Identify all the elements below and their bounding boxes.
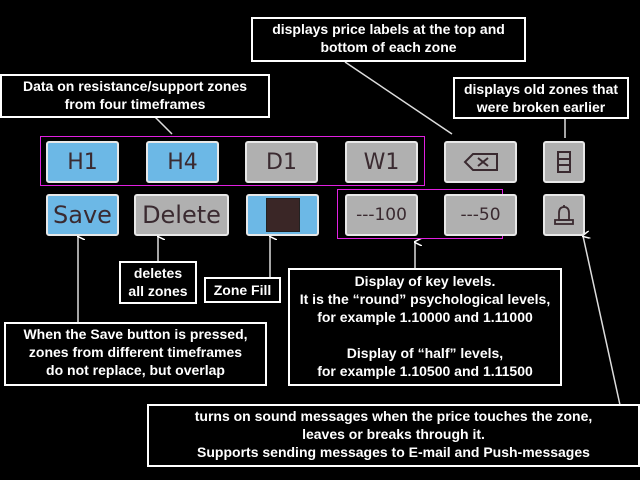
zone-fill-button[interactable] bbox=[246, 194, 319, 236]
h4-button[interactable]: H4 bbox=[146, 141, 219, 183]
save-label: Save bbox=[53, 201, 112, 229]
save-button[interactable]: Save bbox=[46, 194, 119, 236]
callout-old-zones: displays old zones that were broken earl… bbox=[453, 77, 629, 119]
delete-button[interactable]: Delete bbox=[134, 194, 229, 236]
callout-line: were broken earlier bbox=[476, 99, 606, 115]
old-zones-button[interactable] bbox=[543, 141, 585, 183]
callout-line: for example 1.10500 and 1.11500 bbox=[317, 363, 533, 379]
backspace-label-icon bbox=[463, 153, 498, 171]
callout-levels: Display of key levels. It is the “round”… bbox=[288, 268, 562, 386]
w1-button[interactable]: W1 bbox=[345, 141, 418, 183]
callout-line: leaves or breaks through it. bbox=[302, 426, 485, 442]
callout-delete: deletes all zones bbox=[119, 261, 197, 304]
callout-line: Display of key levels. bbox=[354, 273, 496, 289]
arrow-alerts bbox=[583, 236, 621, 406]
arrow-timeframes bbox=[154, 116, 173, 135]
delete-label: Delete bbox=[142, 201, 221, 229]
price-labels-button[interactable] bbox=[444, 141, 517, 183]
callout-line: Display of “half” levels, bbox=[346, 345, 504, 361]
callout-line: do not replace, but overlap bbox=[46, 362, 225, 378]
callout-save: When the Save button is pressed, zones f… bbox=[4, 322, 267, 386]
d1-label: D1 bbox=[266, 149, 297, 175]
zones-list-icon bbox=[557, 151, 571, 173]
callout-line: displays old zones that bbox=[463, 81, 619, 97]
callout-line: for example 1.10000 and 1.11000 bbox=[317, 309, 533, 325]
level-100-label: ---100 bbox=[356, 205, 407, 225]
d1-button[interactable]: D1 bbox=[245, 141, 318, 183]
callout-line: Zone Fill bbox=[213, 282, 272, 298]
level-50-label: ---50 bbox=[460, 205, 501, 225]
callout-zone-fill: Zone Fill bbox=[204, 277, 281, 303]
callout-line: It is the “round” psychological levels, bbox=[299, 291, 551, 307]
callout-line: from four timeframes bbox=[64, 96, 206, 112]
callout-timeframes: Data on resistance/support zones from fo… bbox=[0, 74, 270, 118]
callout-sound: turns on sound messages when the price t… bbox=[147, 404, 640, 467]
callout-line: When the Save button is pressed, bbox=[23, 326, 248, 342]
zone-fill-swatch bbox=[265, 198, 300, 232]
callout-line: deletes bbox=[133, 265, 183, 281]
w1-label: W1 bbox=[363, 149, 400, 175]
callout-line: zones from different timeframes bbox=[28, 344, 243, 360]
callout-line: displays price labels at the top and bbox=[272, 21, 505, 37]
h1-label: H1 bbox=[67, 149, 98, 175]
callout-spacer bbox=[294, 326, 556, 344]
level-50-button[interactable]: ---50 bbox=[444, 194, 517, 236]
h1-button[interactable]: H1 bbox=[46, 141, 119, 183]
callout-line: turns on sound messages when the price t… bbox=[194, 408, 593, 424]
callout-line: all zones bbox=[128, 283, 188, 299]
timeframe-group bbox=[40, 136, 425, 186]
bell-icon bbox=[554, 205, 574, 225]
h4-label: H4 bbox=[167, 149, 198, 175]
arrow-price-labels bbox=[344, 61, 453, 135]
callout-line: bottom of each zone bbox=[320, 39, 457, 55]
alerts-button[interactable] bbox=[543, 194, 585, 236]
callout-line: Data on resistance/support zones bbox=[22, 78, 248, 94]
callout-line: Supports sending messages to E-mail and … bbox=[197, 444, 590, 460]
level-100-button[interactable]: ---100 bbox=[345, 194, 418, 236]
callout-price-labels: displays price labels at the top and bot… bbox=[251, 17, 526, 62]
